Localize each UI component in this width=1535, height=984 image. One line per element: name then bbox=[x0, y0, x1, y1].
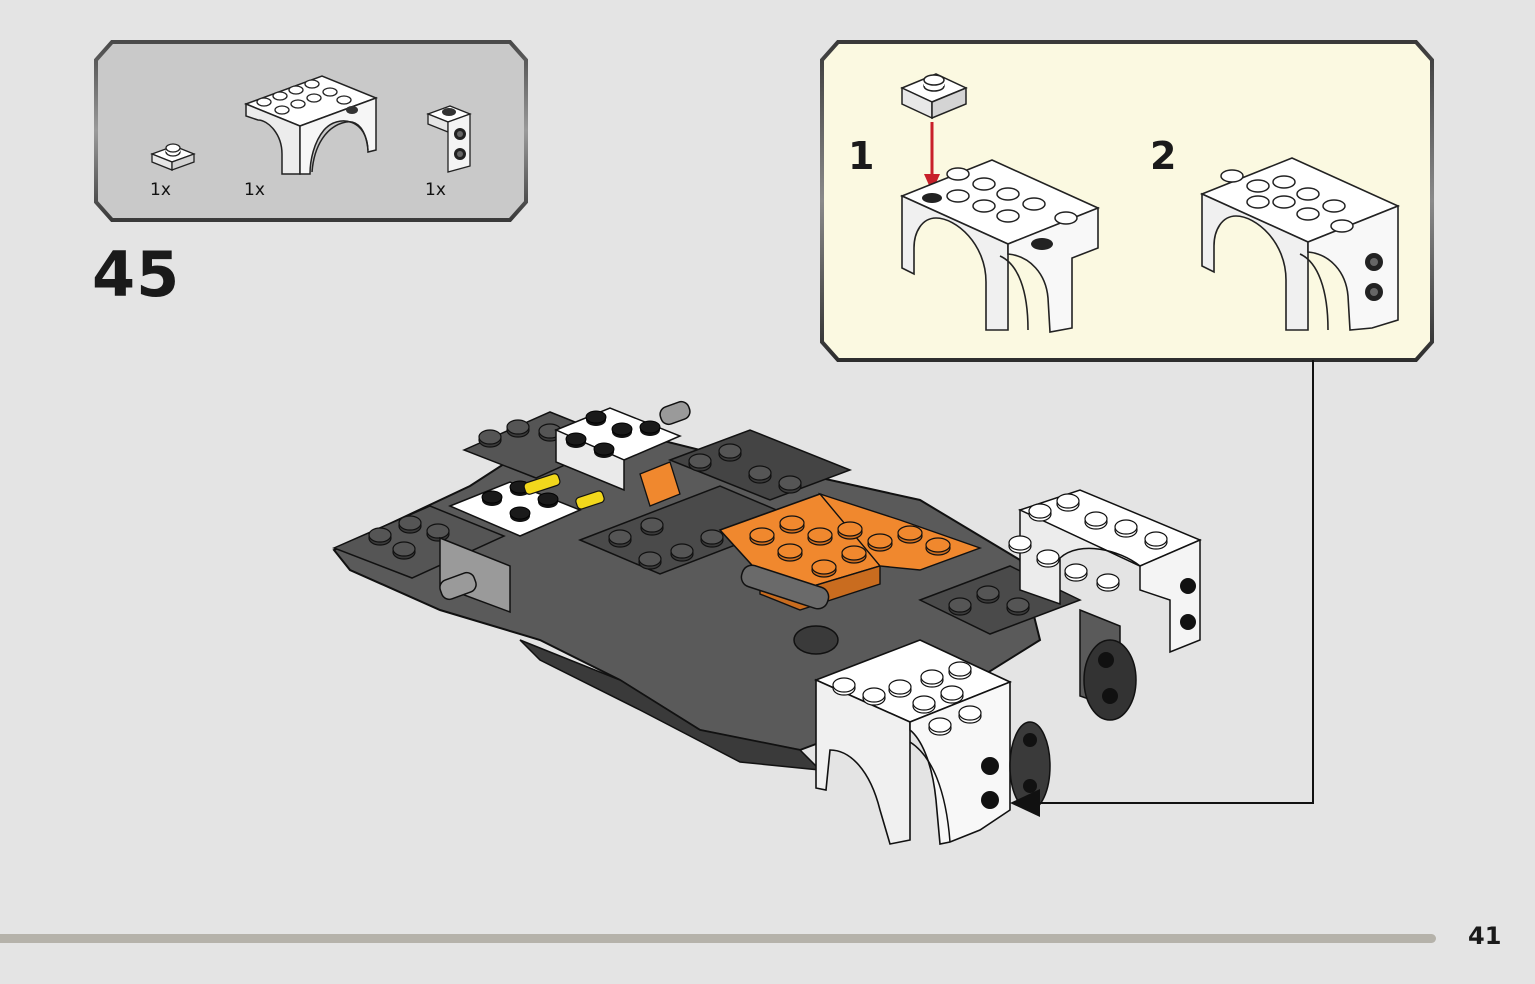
callout-connector bbox=[1010, 360, 1314, 817]
model-illustration bbox=[332, 400, 1202, 845]
part-quantity: 1x bbox=[244, 180, 265, 200]
wheel-arch-part bbox=[243, 75, 379, 175]
page-number: 41 bbox=[1468, 922, 1502, 950]
sub-step-2-illustration bbox=[1199, 157, 1401, 331]
step-number: 45 bbox=[92, 238, 181, 311]
sub-assembly-callout: 1 2 bbox=[820, 40, 1434, 362]
parts-list-panel: 1x 1x 1x bbox=[94, 40, 528, 222]
bracket-part bbox=[426, 105, 472, 173]
part-quantity: 1x bbox=[425, 180, 446, 200]
callout-frame bbox=[820, 40, 1434, 362]
sub-step-1-illustration bbox=[899, 73, 1101, 333]
plate-1x1-part bbox=[150, 143, 196, 171]
page-progress-bar bbox=[0, 934, 1436, 943]
pointer-arrow-icon bbox=[1010, 789, 1040, 817]
part-quantity: 1x bbox=[150, 180, 171, 200]
sub-step-label: 2 bbox=[1150, 134, 1177, 178]
sub-step-label: 1 bbox=[848, 134, 875, 178]
